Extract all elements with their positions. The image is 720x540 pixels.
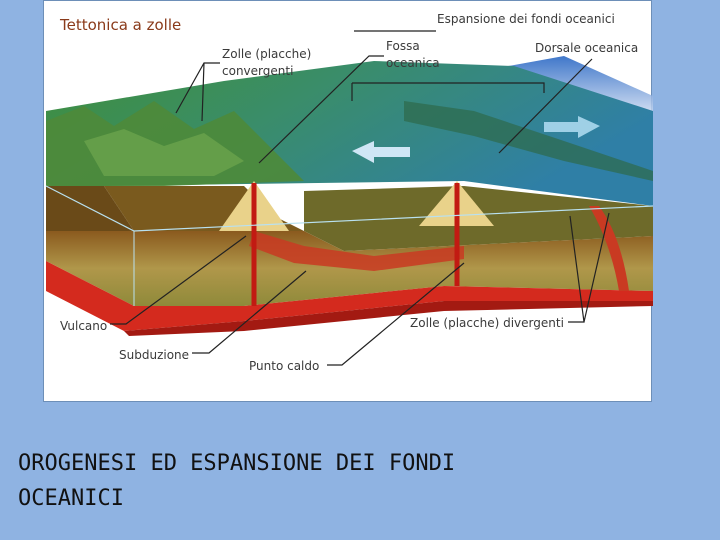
- label-fossa-1: Fossa: [386, 39, 420, 53]
- label-vulcano: Vulcano: [60, 319, 107, 333]
- caption-line-2: OCEANICI: [18, 486, 124, 511]
- label-fossa-2: oceanica: [386, 56, 440, 70]
- label-zolle-convergenti-2: convergenti: [222, 64, 293, 78]
- label-punto-caldo: Punto caldo: [249, 359, 319, 373]
- slide-caption: OROGENESI ED ESPANSIONE DEI FONDI OCEANI…: [18, 446, 698, 516]
- label-espansione: Espansione dei fondi oceanici: [437, 12, 615, 26]
- caption-line-1: OROGENESI ED ESPANSIONE DEI FONDI: [18, 451, 455, 476]
- block-diagram: Tettonica a zolle Espansione dei fondi o…: [44, 1, 653, 403]
- label-dorsale: Dorsale oceanica: [535, 41, 638, 55]
- plate-tectonics-figure: Tettonica a zolle Espansione dei fondi o…: [43, 0, 652, 402]
- label-zolle-convergenti-1: Zolle (placche): [222, 47, 311, 61]
- diagram-title: Tettonica a zolle: [59, 16, 181, 34]
- label-subduzione: Subduzione: [119, 348, 189, 362]
- label-zolle-divergenti: Zolle (placche) divergenti: [410, 316, 564, 330]
